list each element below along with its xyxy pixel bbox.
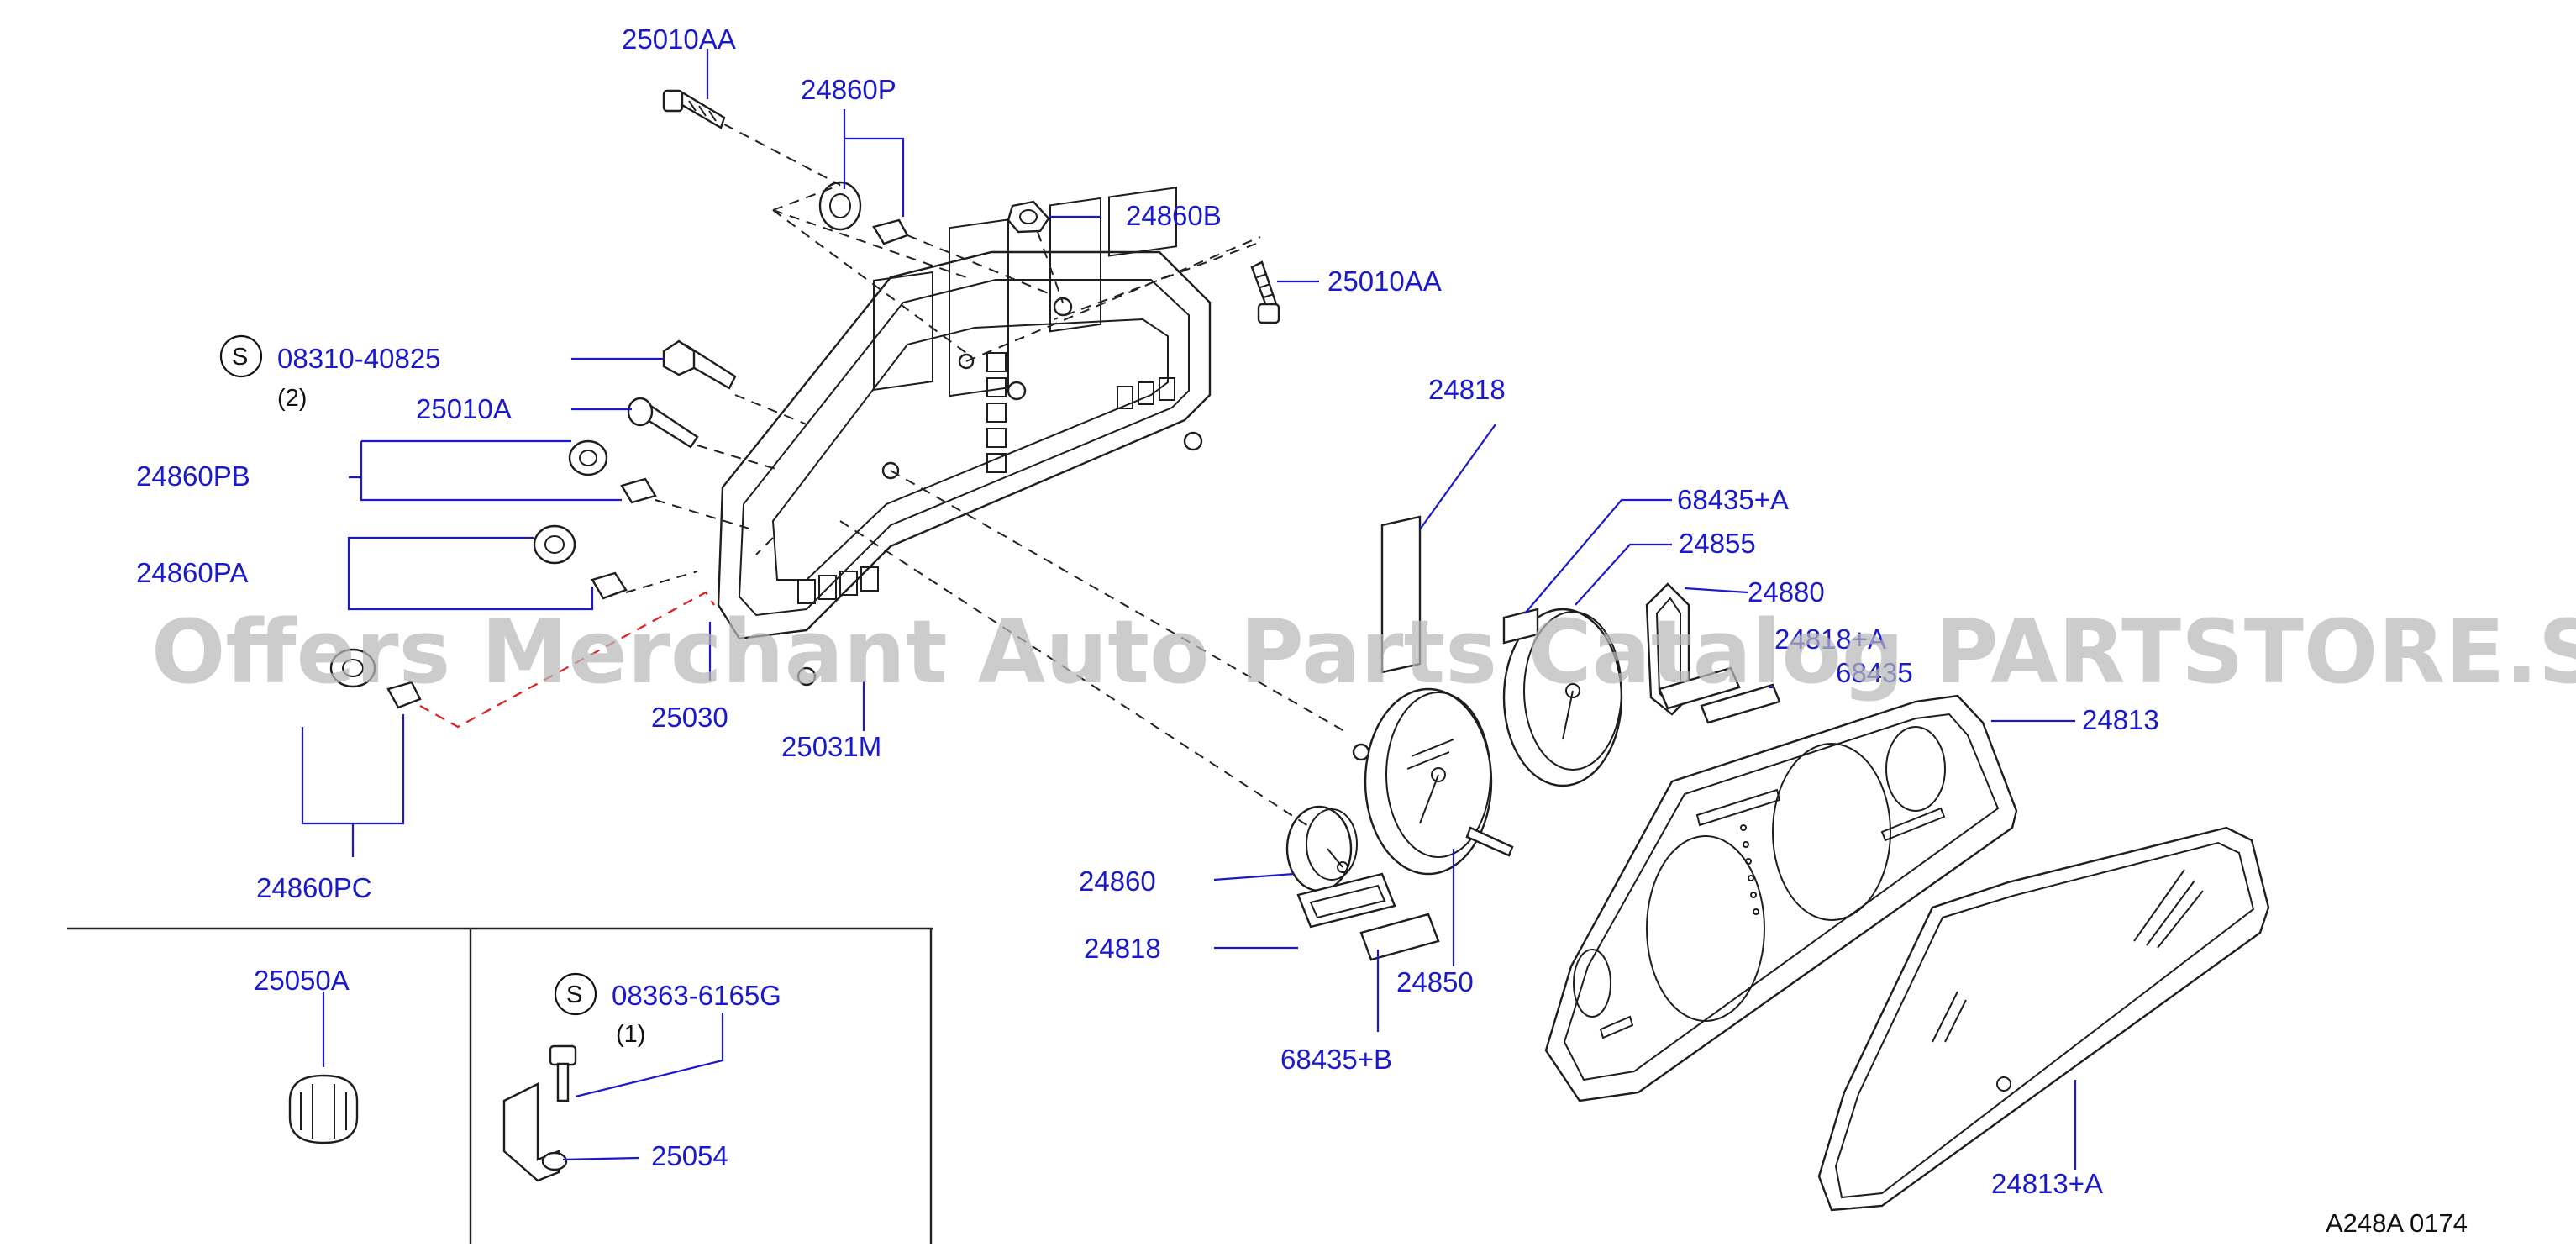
decal-68435[interactable] bbox=[1700, 683, 1781, 724]
label-68435A[interactable]: 68435+A bbox=[1677, 484, 1789, 515]
label-25050A[interactable]: 25050A bbox=[254, 965, 350, 996]
plate-24818A[interactable] bbox=[1658, 666, 1741, 710]
gauge-speedometer-24850[interactable] bbox=[1352, 687, 1514, 876]
label-24855[interactable]: 24855 bbox=[1679, 528, 1756, 559]
plate-24818-top[interactable] bbox=[1380, 515, 1422, 674]
rear-housing-25030[interactable] bbox=[717, 187, 1212, 687]
label-08310-40825[interactable]: 08310-40825 bbox=[277, 343, 441, 374]
qty-08363: (1) bbox=[616, 1021, 645, 1048]
clip-24860PA[interactable] bbox=[533, 524, 628, 600]
label-08363-6165G[interactable]: 08363-6165G bbox=[612, 980, 781, 1011]
label-24860B[interactable]: 24860B bbox=[1126, 200, 1222, 231]
label-68435[interactable]: 68435 bbox=[1836, 657, 1913, 688]
grommet-25050A[interactable] bbox=[288, 1074, 359, 1144]
label-25010A[interactable]: 25010A bbox=[416, 393, 512, 424]
clip-24860P[interactable] bbox=[818, 181, 909, 245]
label-24860PC[interactable]: 24860PC bbox=[256, 872, 372, 903]
label-24880[interactable]: 24880 bbox=[1748, 576, 1825, 608]
front-bezel-24813[interactable] bbox=[1544, 694, 2018, 1102]
label-24850[interactable]: 24850 bbox=[1396, 966, 1474, 997]
label-25031M[interactable]: 25031M bbox=[781, 731, 881, 762]
label-24818-bottom[interactable]: 24818 bbox=[1084, 933, 1161, 964]
label-25010AA-top[interactable]: 25010AA bbox=[622, 24, 736, 55]
label-25030[interactable]: 25030 bbox=[651, 702, 728, 733]
diagram-reference-code: A248A 0174 bbox=[2326, 1208, 2468, 1238]
label-24860PB[interactable]: 24860PB bbox=[136, 460, 250, 492]
clip-24860PC[interactable] bbox=[329, 648, 422, 709]
label-25010AA-right[interactable]: 25010AA bbox=[1327, 266, 1442, 297]
label-24818A[interactable]: 24818+A bbox=[1774, 624, 1886, 655]
label-24813A[interactable]: 24813+A bbox=[1991, 1168, 2103, 1199]
standard-part-symbol bbox=[219, 334, 263, 378]
standard-part-symbol-2 bbox=[554, 972, 597, 1016]
label-24860PA[interactable]: 24860PA bbox=[136, 557, 248, 588]
label-24818-top[interactable]: 24818 bbox=[1428, 374, 1506, 405]
leader-lines bbox=[301, 49, 2077, 1170]
label-24860P[interactable]: 24860P bbox=[801, 74, 896, 105]
gauge-small-24860[interactable] bbox=[1285, 805, 1358, 892]
label-68435B[interactable]: 68435+B bbox=[1280, 1044, 1392, 1075]
screw-08310-40825[interactable] bbox=[662, 339, 737, 390]
watermark-text: Offers Merchant Auto Parts Catalog PARTS… bbox=[151, 601, 2576, 703]
screw-25010AA-top[interactable] bbox=[662, 89, 726, 129]
label-25054[interactable]: 25054 bbox=[651, 1140, 728, 1171]
assembly-lines bbox=[419, 124, 1345, 829]
gauge-tachometer-24855[interactable] bbox=[1502, 608, 1623, 787]
clip-24860B[interactable] bbox=[1007, 200, 1050, 234]
label-24813[interactable]: 24813 bbox=[2082, 704, 2159, 735]
clip-24860PB[interactable] bbox=[568, 439, 657, 504]
screw-25010AA-right[interactable] bbox=[1250, 260, 1280, 324]
part-labels: 25010AA 24860P 24860B 25010AA S 08310-40… bbox=[136, 24, 2468, 1238]
lens-24813A[interactable] bbox=[1817, 826, 2270, 1212]
qty-08310: (2) bbox=[277, 385, 307, 412]
decal-68435B[interactable] bbox=[1359, 913, 1440, 961]
symbol-s-2: S bbox=[566, 981, 582, 1008]
label-24860[interactable]: 24860 bbox=[1079, 866, 1156, 897]
screw-25010A[interactable] bbox=[627, 397, 699, 449]
symbol-s-1: S bbox=[232, 344, 248, 371]
bracket-25054[interactable] bbox=[502, 1044, 577, 1182]
